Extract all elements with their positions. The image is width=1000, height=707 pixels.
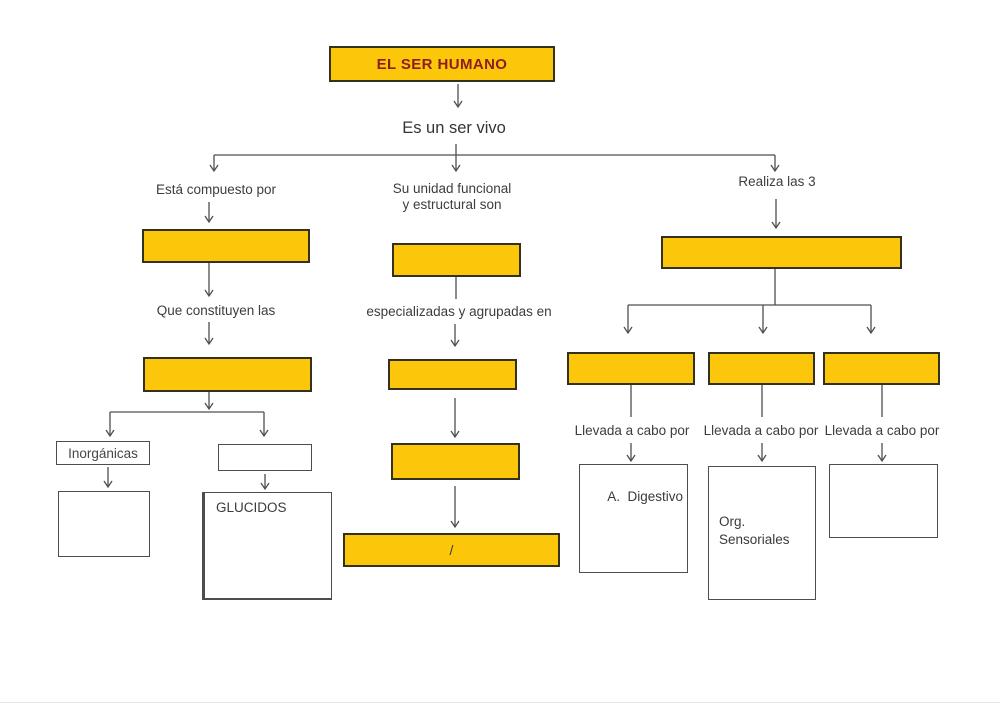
glucidos-label: GLUCIDOS (216, 500, 287, 515)
box-right-empty[interactable] (829, 464, 938, 538)
answer-box-middle-slash[interactable]: / (343, 533, 560, 567)
label-llevada-2: Llevada a cabo por (703, 423, 819, 438)
answer-box-middle-1[interactable] (392, 243, 521, 277)
branch-right-label: Realiza las 3 (738, 174, 816, 189)
box-organicas-empty[interactable] (218, 444, 312, 471)
digestivo-label: A. Digestivo (607, 489, 684, 504)
branch-middle-label: Su unidad funcional y estructural son (393, 181, 512, 212)
answer-box-left-2[interactable] (143, 357, 312, 392)
answer-box-right-3[interactable] (823, 352, 940, 385)
branch-left-label: Está compuesto por (155, 182, 277, 197)
label-llevada-3: Llevada a cabo por (824, 423, 940, 438)
answer-box-right-1[interactable] (567, 352, 695, 385)
subtitle-label: Es un ser vivo (402, 119, 506, 137)
answer-box-middle-3[interactable] (391, 443, 520, 480)
title-box: EL SER HUMANO (329, 46, 555, 82)
sensoriales-label-line1: Org. (719, 514, 746, 529)
box-inorganicas[interactable]: Inorgánicas (56, 441, 150, 465)
inorganicas-label: Inorgánicas (68, 445, 138, 461)
box-left-empty[interactable] (58, 491, 150, 557)
answer-box-middle-2[interactable] (388, 359, 517, 390)
label-llevada-1: Llevada a cabo por (574, 423, 690, 438)
branch-middle-label-line2: y estructural son (402, 196, 502, 212)
answer-box-right-main[interactable] (661, 236, 902, 269)
box-glucidos[interactable]: GLUCIDOS (202, 492, 332, 600)
answer-box-right-2[interactable] (708, 352, 815, 385)
label-que-constituyen: Que constituyen las (156, 303, 276, 318)
box-sensoriales[interactable]: Org. Sensoriales (708, 466, 816, 600)
sensoriales-label-line2: Sensoriales (719, 531, 790, 547)
branch-middle-label-line1: Su unidad funcional (392, 181, 512, 196)
slash-text: / (449, 542, 454, 558)
answer-box-left-1[interactable] (142, 229, 310, 263)
label-especializadas: especializadas y agrupadas en (366, 304, 552, 319)
page-bottom-edge (0, 702, 1000, 703)
box-digestivo[interactable]: A. Digestivo (579, 464, 688, 573)
page-title: EL SER HUMANO (376, 55, 508, 73)
